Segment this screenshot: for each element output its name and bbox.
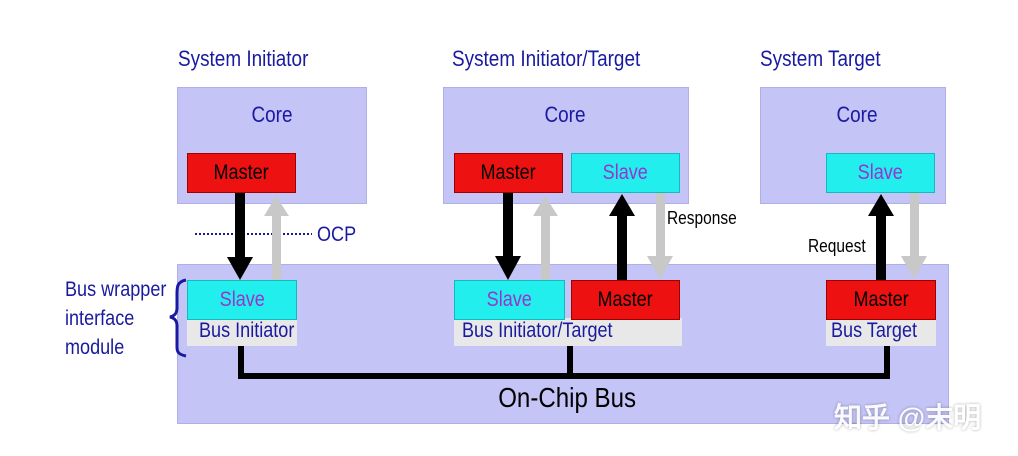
bus-target-strip — [826, 318, 936, 346]
core-label-initiator-target: Core — [544, 102, 586, 127]
bus-target-master-box: Master — [826, 280, 936, 320]
title-system-target: System Target — [760, 46, 881, 71]
initiator-target-gray-up-arrow — [533, 196, 558, 280]
title-system-initiator: System Initiator — [178, 46, 309, 71]
ocp-label: OCP — [317, 223, 357, 246]
watermark: 知乎 @末明 — [834, 402, 982, 433]
bus-initiator-target-strip — [454, 318, 682, 346]
initiator-target-response-arrow — [647, 193, 673, 279]
core-label-target: Core — [836, 102, 878, 127]
bus-initiator-strip — [187, 318, 297, 346]
initiator-target-master-up-arrow — [609, 194, 635, 280]
bus-initiator-slave-box: Slave — [187, 280, 297, 320]
on-chip-bus-label: On-Chip Bus — [498, 382, 637, 413]
bus-target-label: Bus Target — [831, 319, 918, 342]
bus-initiator-target-master-box: Master — [571, 280, 680, 320]
target-slave-box: Slave — [826, 153, 935, 193]
core-label-initiator: Core — [251, 102, 293, 127]
initiator-response-arrow — [264, 196, 289, 280]
bus-wrapper-interface-module-label: Bus wrapper interface module — [65, 278, 167, 359]
initiator-request-arrow — [227, 193, 253, 280]
target-request-arrow — [868, 194, 894, 280]
target-response-arrow — [901, 193, 927, 279]
bus-initiator-target-slave-box: Slave — [454, 280, 565, 320]
on-chip-bus-line — [238, 346, 890, 379]
request-label: Request — [808, 236, 866, 256]
response-label: Response — [667, 208, 737, 228]
bus-wrapper-brace — [169, 278, 187, 358]
initiator-target-master-box: Master — [454, 153, 563, 193]
title-system-initiator-target: System Initiator/Target — [452, 46, 641, 71]
bus-initiator-label: Bus Initiator — [199, 319, 295, 342]
initiator-master-box: Master — [187, 153, 296, 193]
bus-initiator-target-label: Bus Initiator/Target — [462, 319, 613, 342]
initiator-target-slave-box: Slave — [571, 153, 680, 193]
initiator-target-request-arrow — [495, 193, 521, 280]
